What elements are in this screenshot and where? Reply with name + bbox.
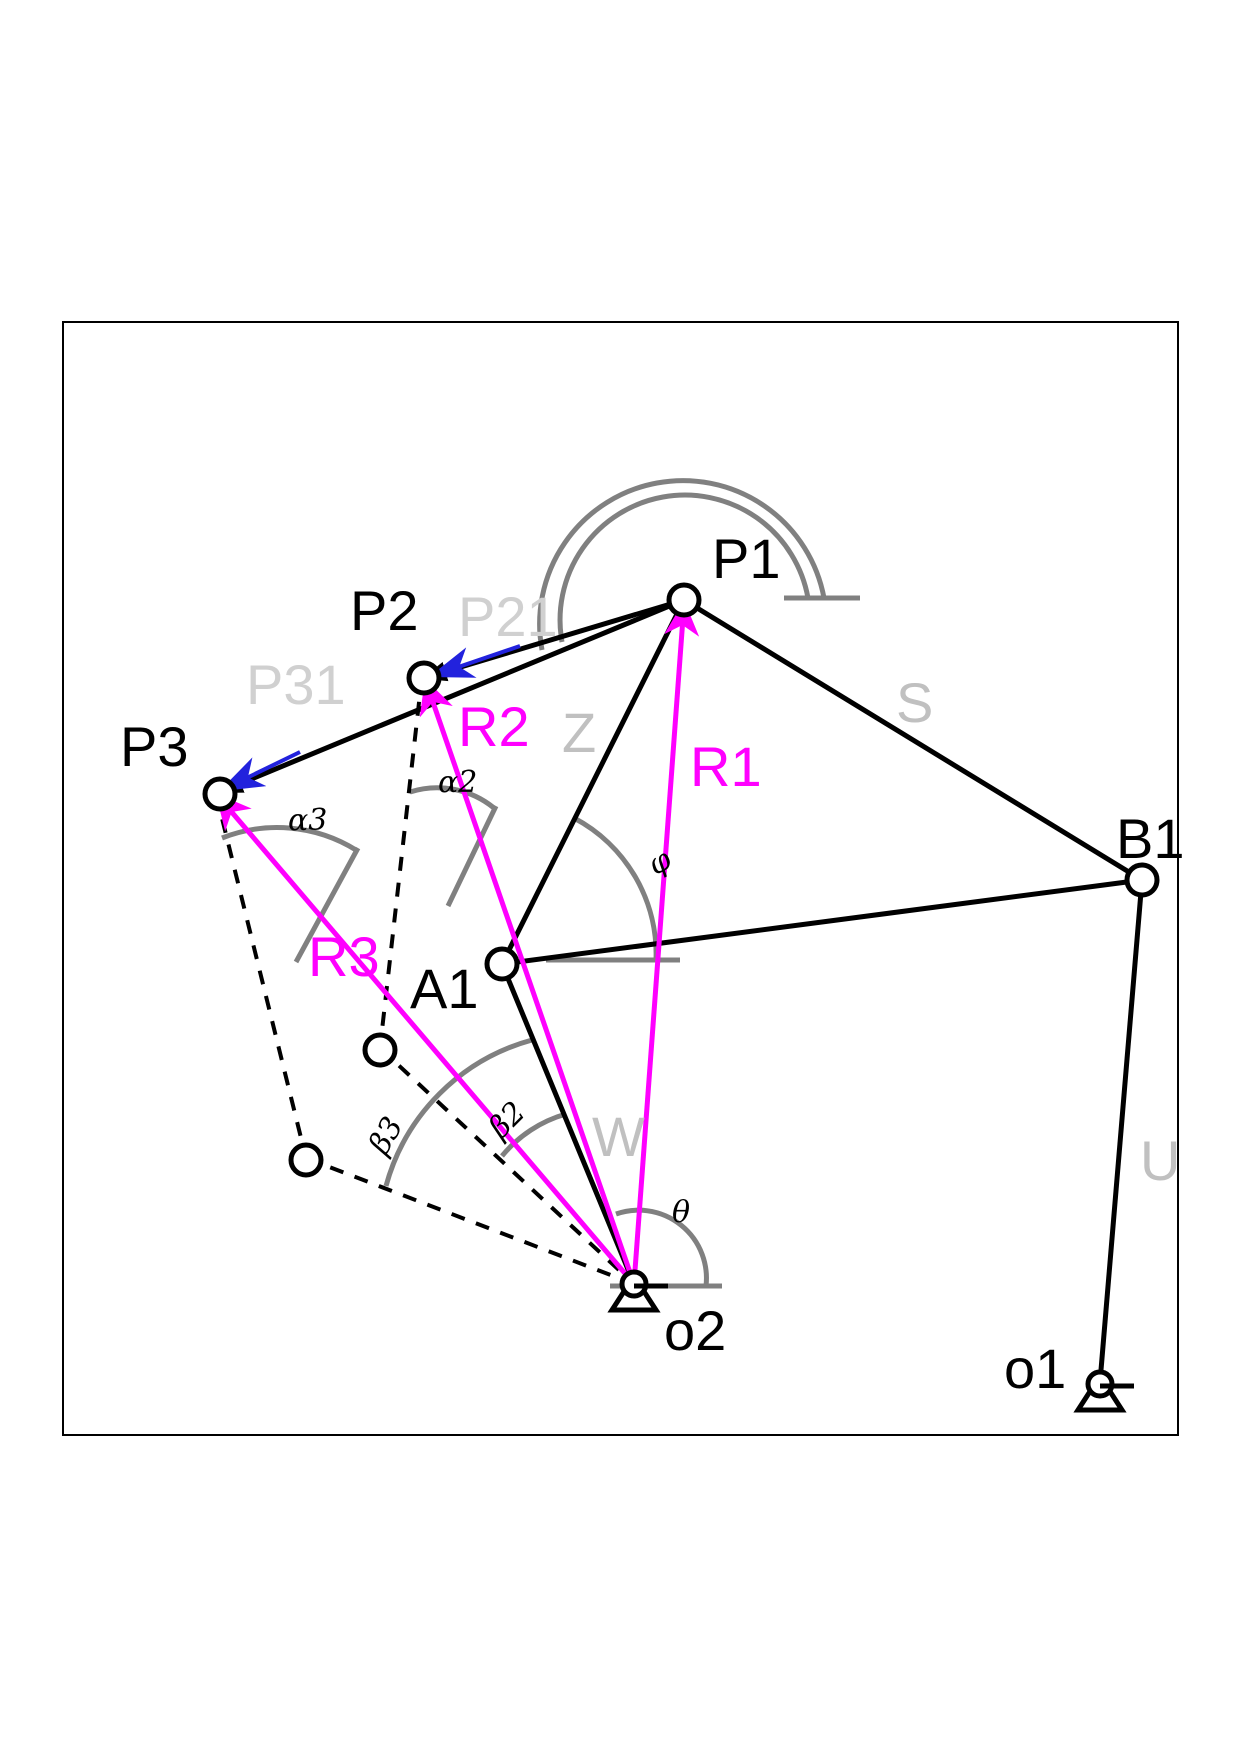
label-a1: A1 bbox=[410, 957, 479, 1020]
ground-pivot-o1 bbox=[1073, 1369, 1134, 1413]
r3-vector bbox=[215, 793, 636, 1286]
p31-arrow bbox=[219, 750, 301, 792]
label-p31: P31 bbox=[246, 653, 346, 716]
position-vectors bbox=[215, 600, 700, 1286]
joint-a2 bbox=[362, 1032, 398, 1068]
phi-arc bbox=[572, 815, 659, 961]
label-phi: φ bbox=[642, 842, 678, 883]
joints bbox=[202, 582, 1160, 1178]
label-p3: P3 bbox=[120, 715, 189, 778]
label-beta3: β3 bbox=[362, 1111, 411, 1161]
link-u bbox=[1097, 879, 1145, 1383]
label-o2: o2 bbox=[664, 1299, 726, 1362]
label-r3: R3 bbox=[308, 925, 380, 988]
dashed-construction bbox=[214, 675, 636, 1286]
beta2-arc bbox=[500, 1111, 567, 1158]
p1-inner-arc bbox=[557, 492, 811, 643]
label-r2: R2 bbox=[458, 695, 530, 758]
alpha3-tick bbox=[293, 846, 361, 964]
label-p2: P2 bbox=[350, 579, 419, 642]
alpha2-arc bbox=[409, 785, 496, 810]
theta-arc bbox=[615, 1207, 709, 1287]
label-o1: o1 bbox=[1004, 1337, 1066, 1400]
label-alpha2: α2 bbox=[438, 765, 477, 800]
link-z bbox=[499, 598, 687, 966]
joint-p1 bbox=[666, 582, 702, 618]
p1-outer-arc bbox=[537, 478, 827, 651]
solid-links bbox=[217, 597, 1145, 1383]
plot-frame bbox=[62, 321, 1179, 1436]
label-p21: P21 bbox=[458, 585, 558, 648]
label-u: U bbox=[1140, 1129, 1180, 1192]
label-w: W bbox=[592, 1105, 645, 1168]
r2-vector bbox=[419, 678, 637, 1285]
label-s: S bbox=[896, 671, 933, 734]
label-alpha3: α3 bbox=[288, 803, 327, 838]
label-r1: R1 bbox=[690, 735, 762, 798]
alpha2-tick bbox=[445, 804, 499, 908]
beta3-arc bbox=[383, 1037, 533, 1187]
joint-b1 bbox=[1124, 862, 1160, 898]
joint-a3 bbox=[288, 1142, 324, 1178]
joint-p2 bbox=[406, 660, 442, 696]
link-s bbox=[682, 597, 1144, 883]
link-w bbox=[499, 963, 637, 1285]
p21-arrow bbox=[428, 644, 521, 678]
displacement-arrows bbox=[219, 644, 521, 792]
alpha3-arc bbox=[221, 825, 358, 853]
label-z: Z bbox=[562, 701, 596, 764]
label-b1: B1 bbox=[1116, 807, 1185, 870]
joint-p3 bbox=[202, 776, 238, 812]
ground-pivot-o2 bbox=[607, 1269, 668, 1313]
label-p1: P1 bbox=[712, 527, 781, 590]
label-theta: θ bbox=[672, 1195, 690, 1230]
coupler-a1-b1 bbox=[501, 877, 1143, 967]
r1-vector bbox=[631, 600, 700, 1285]
label-beta2: β2 bbox=[481, 1095, 532, 1146]
joint-a1 bbox=[484, 946, 520, 982]
